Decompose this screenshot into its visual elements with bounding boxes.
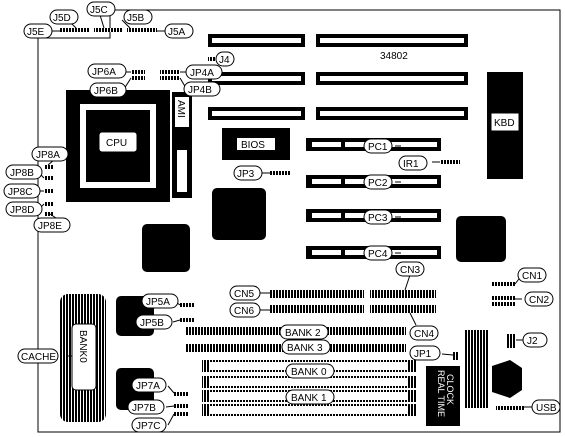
label-jp5b: JP5B bbox=[140, 318, 164, 329]
label-cn5: CN5 bbox=[234, 289, 254, 300]
ami-chip bbox=[172, 92, 192, 198]
label-j5d: J5D bbox=[53, 13, 71, 24]
board-outline bbox=[37, 9, 561, 433]
label-jp8e: JP8E bbox=[38, 221, 62, 232]
label-cn6: CN6 bbox=[234, 306, 254, 317]
label-cache: CACHE bbox=[21, 352, 56, 363]
label-cn4: CN4 bbox=[414, 329, 434, 340]
cpu-socket bbox=[66, 90, 170, 202]
bios-label: BIOS bbox=[241, 140, 265, 151]
rtc-label-line2: CLOCK bbox=[445, 374, 455, 405]
label-bank3: BANK 3 bbox=[287, 343, 323, 354]
label-jp6a: JP6A bbox=[92, 67, 116, 78]
label-bank1: BANK 1 bbox=[291, 393, 327, 404]
label-jp4a: JP4A bbox=[190, 68, 214, 79]
label-jp8a: JP8A bbox=[36, 150, 60, 161]
ami-label: AMI bbox=[175, 100, 186, 118]
cn6-connector bbox=[270, 305, 364, 313]
port-connector bbox=[492, 360, 522, 398]
label-ir1: IR1 bbox=[403, 159, 419, 170]
isa-slots bbox=[208, 34, 468, 120]
label-j5c: J5C bbox=[90, 5, 108, 16]
power-connector bbox=[464, 330, 488, 408]
label-pc4: PC4 bbox=[368, 249, 388, 260]
label-jp7c: JP7C bbox=[136, 421, 160, 432]
rtc-label-line1: REAL TIME bbox=[436, 370, 446, 417]
kbd-label: KBD bbox=[494, 118, 515, 129]
label-jp7b: JP7B bbox=[132, 403, 156, 414]
label-jp7a: JP7A bbox=[136, 381, 160, 392]
cpu-label: CPU bbox=[106, 138, 127, 149]
label-pc2: PC2 bbox=[368, 178, 388, 189]
label-jp1: JP1 bbox=[414, 349, 432, 360]
label-jp4b: JP4B bbox=[188, 85, 212, 96]
rtc-chip bbox=[426, 366, 460, 426]
label-cn3: CN3 bbox=[400, 265, 420, 276]
label-jp5a: JP5A bbox=[146, 297, 170, 308]
label-bank2: BANK 2 bbox=[285, 328, 321, 339]
cn3-connector bbox=[370, 290, 436, 298]
label-jp8c: JP8C bbox=[8, 187, 32, 198]
board-id: 34802 bbox=[380, 51, 408, 62]
label-boxes bbox=[3, 1, 561, 433]
label-usb: USB bbox=[536, 403, 557, 414]
label-j5a: J5A bbox=[168, 27, 186, 38]
label-cn2: CN2 bbox=[529, 295, 549, 306]
label-jp8b: JP8B bbox=[10, 168, 34, 179]
label-j5b: J5B bbox=[127, 13, 145, 24]
leader-lines bbox=[39, 14, 532, 426]
label-j5e: J5E bbox=[27, 27, 45, 38]
label-jp8d: JP8D bbox=[10, 205, 34, 216]
label-cn1: CN1 bbox=[522, 271, 542, 282]
label-j2: J2 bbox=[527, 336, 538, 347]
cn5-connector bbox=[270, 290, 364, 298]
label-cache-bank: BANK0 bbox=[77, 330, 88, 363]
label-jp6b: JP6B bbox=[94, 86, 118, 97]
label-j4: J4 bbox=[219, 55, 230, 66]
label-jp3: JP3 bbox=[237, 169, 255, 180]
label-pc1: PC1 bbox=[368, 142, 388, 153]
label-pc3: PC3 bbox=[368, 213, 388, 224]
label-bank0: BANK 0 bbox=[291, 367, 327, 378]
